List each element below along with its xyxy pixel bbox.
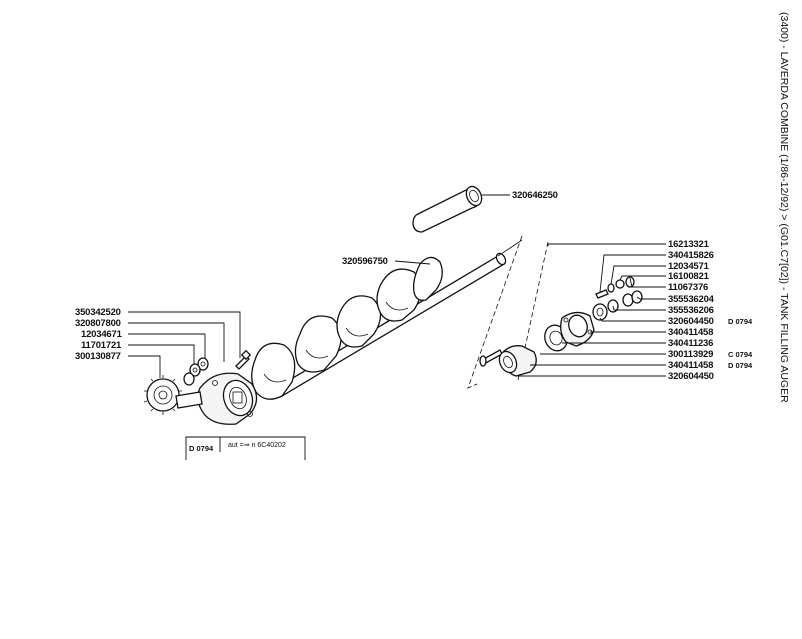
callout-left-1: 350342520: [75, 307, 121, 318]
callout-right-11-code: C 0794: [728, 350, 753, 359]
callout-right-9: 340411458: [668, 327, 713, 338]
note-code: D 0794: [189, 444, 214, 453]
callout-right-10: 340411236: [668, 338, 713, 349]
callout-right-13: 320604450: [668, 371, 714, 382]
callout-tube: 320646250: [512, 190, 558, 201]
callout-left-5: 300130877: [75, 351, 121, 362]
callout-right-11: 300113929: [668, 349, 713, 360]
callout-right-1: 16213321: [668, 239, 710, 250]
callout-left-2: 320807800: [75, 318, 121, 329]
bolt-part: [235, 349, 252, 370]
callout-auger: 320596750: [342, 256, 388, 267]
callout-right-5: 11067376: [668, 282, 708, 293]
callout-right-8-code: D 0794: [728, 317, 753, 326]
callout-right-6: 355536204: [668, 294, 715, 305]
diagram-title: (3400) - LAVERDA COMBINE (1/86-12/92) > …: [778, 12, 790, 403]
callout-right-7: 355536206: [668, 305, 714, 316]
callout-right-8: 320604450: [668, 316, 714, 327]
washer-nut-parts: [183, 357, 209, 386]
callout-right-2: 340415826: [668, 250, 714, 261]
sprocket-part: [143, 375, 203, 415]
callout-right-12-code: D 0794: [728, 361, 753, 370]
callout-right-3: 12034571: [668, 261, 710, 272]
callout-right-4: 16100821: [668, 271, 710, 282]
auger-part: [251, 239, 523, 400]
left-bearing-housing: [197, 372, 258, 425]
callout-left-4: 11701721: [81, 340, 122, 351]
callout-left-3: 12034671: [81, 329, 123, 340]
callout-right-12: 340411458: [668, 360, 713, 371]
note-box: D 0794 aut =⇒ n 6C40202: [185, 436, 306, 460]
right-bearing-assembly: [479, 276, 643, 377]
tube-part: [412, 185, 483, 233]
note-text: aut =⇒ n 6C40202: [228, 442, 286, 449]
